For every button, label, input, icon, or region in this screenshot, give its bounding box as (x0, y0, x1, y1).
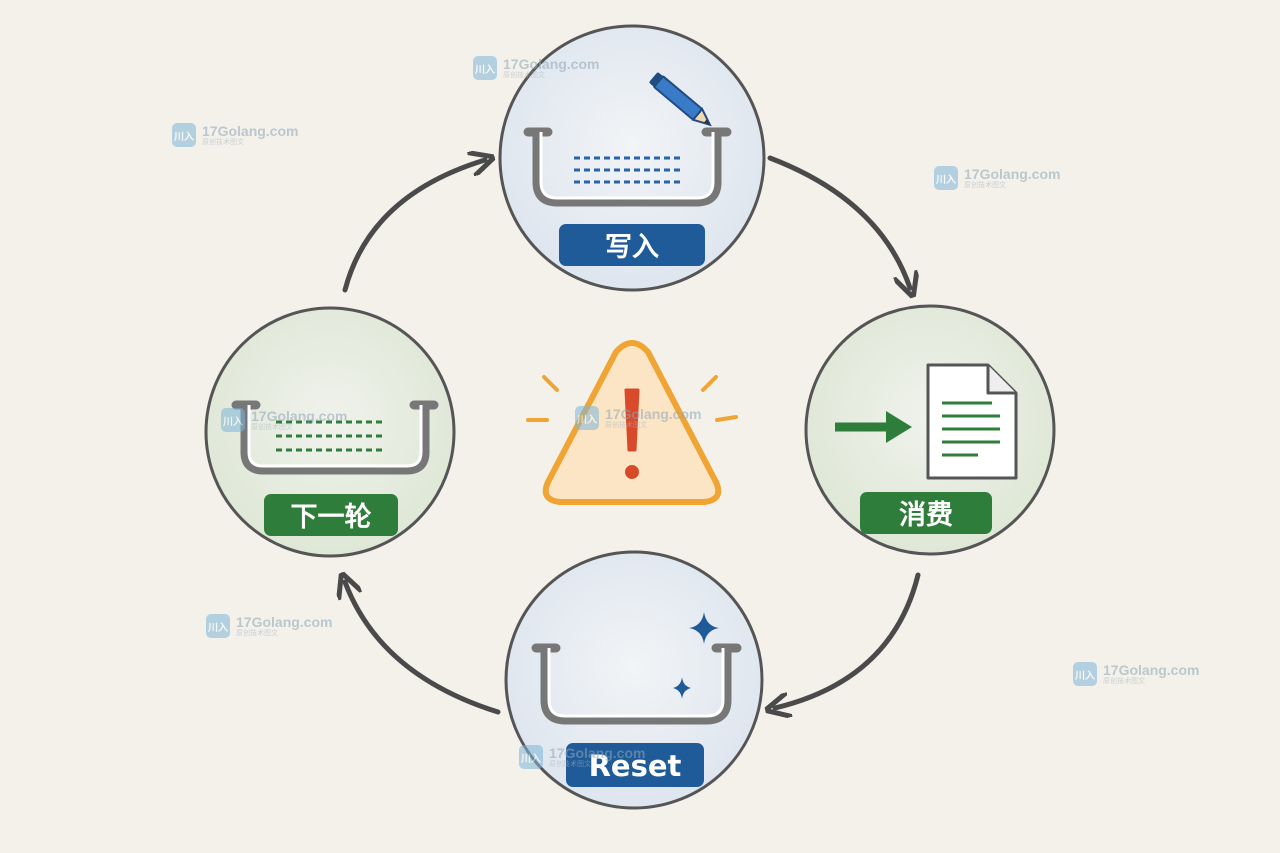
tray-icon (231, 400, 439, 475)
watermark-logo-icon: 川入 (172, 123, 196, 147)
node-next-round-label: 下一轮 (291, 502, 372, 533)
arrow-next-to-write (342, 160, 485, 293)
node-consume: 消费 (804, 304, 1056, 556)
tray-icon (531, 643, 742, 725)
watermark-logo-icon: 川入 (206, 614, 230, 638)
tray-icon (523, 127, 732, 207)
watermark-subtitle: 原创技术图文 (549, 759, 591, 768)
warning-icon (526, 340, 738, 505)
node-next-round: 下一轮 (204, 306, 456, 558)
watermark-logo-icon: 川入 (519, 745, 543, 769)
watermark-logo-icon: 川入 (934, 166, 958, 190)
watermark-subtitle: 原创技术图文 (605, 420, 647, 429)
arrow-reset-to-next (345, 582, 501, 715)
text-lines (574, 156, 680, 184)
node-consume-label-bg (860, 492, 992, 534)
node-next-round-circle (204, 306, 456, 558)
watermark-site: 17Golang.com (964, 165, 1061, 182)
watermark-subtitle: 原创技术图文 (964, 180, 1006, 189)
node-write-label: 写入 (605, 232, 659, 263)
alert-rays (526, 375, 738, 422)
node-next-round-label-bg (264, 494, 398, 536)
watermark-subtitle: 原创技术图文 (503, 70, 545, 79)
watermark-logo-icon: 川入 (575, 406, 599, 430)
node-reset-label: Reset (589, 749, 682, 783)
watermark-site: 17Golang.com (236, 613, 333, 630)
watermark-logo-icon: 川入 (473, 56, 497, 80)
arrow-consume-to-reset (775, 572, 921, 708)
pencil-icon (649, 72, 712, 127)
arrow-write-to-consume (767, 155, 910, 288)
watermark-subtitle: 原创技术图文 (236, 628, 278, 637)
watermark-logo-icon: 川入 (221, 408, 245, 432)
watermark-site: 17Golang.com (503, 55, 600, 72)
watermark-subtitle: 原创技术图文 (1103, 676, 1145, 685)
node-consume-label: 消费 (899, 500, 953, 531)
watermark-site: 17Golang.com (202, 122, 299, 139)
node-write: 写入 (498, 24, 766, 292)
watermark-site: 17Golang.com (549, 744, 646, 761)
watermark-site: 17Golang.com (251, 407, 348, 424)
sparkle-icon-small (673, 677, 691, 699)
watermark-logo-icon: 川入 (1073, 662, 1097, 686)
watermark-site: 17Golang.com (605, 405, 702, 422)
document-icon (926, 363, 1018, 480)
sparkle-icon (689, 612, 719, 644)
node-write-label-bg (559, 224, 705, 266)
watermark-subtitle: 原创技术图文 (251, 422, 293, 431)
arrow-right-icon (835, 411, 912, 443)
node-reset-label-bg (566, 743, 704, 787)
text-lines (276, 420, 382, 452)
cycle-arrows (342, 155, 921, 715)
node-reset: Reset (504, 550, 764, 810)
watermark-subtitle: 原创技术图文 (202, 137, 244, 146)
watermark-site: 17Golang.com (1103, 661, 1200, 678)
